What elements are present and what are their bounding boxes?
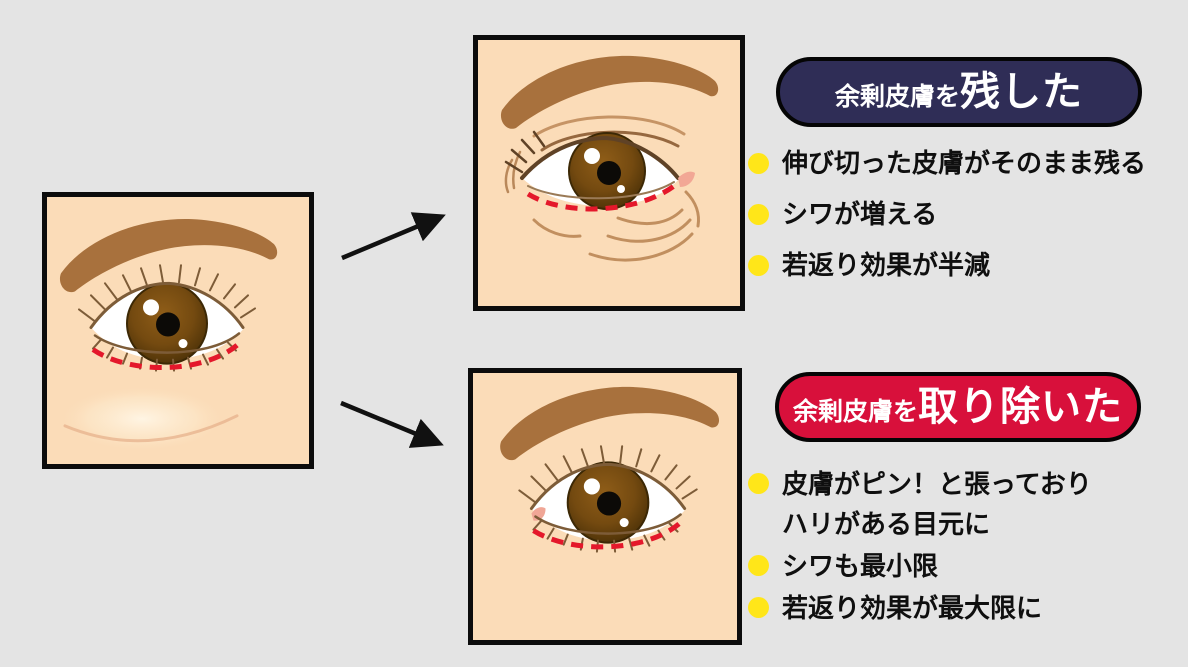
eye-image-skin-removed	[468, 368, 742, 645]
iris-highlight-small	[619, 518, 629, 528]
badge-main-text: 残した	[960, 70, 1083, 114]
eye-before-illustration	[47, 197, 309, 464]
eyebrow	[500, 386, 720, 461]
pupil	[596, 491, 622, 516]
eye-image-skin-kept	[473, 35, 745, 311]
badge-prefix-text: 余剰皮膚を	[834, 83, 960, 111]
upper-lashes	[518, 445, 698, 504]
cheek-line	[63, 414, 239, 443]
list-item: 若返り効果が半減	[748, 248, 1188, 282]
eyebrow	[500, 55, 719, 129]
bullet-dot-icon	[748, 204, 769, 225]
bullet-text: シワが増える	[782, 199, 938, 229]
under-eye-wrinkle-2	[606, 218, 692, 243]
under-eye-wrinkle-3	[588, 232, 694, 262]
eyebrow	[59, 218, 278, 293]
eyelid-fold-line-1	[532, 115, 686, 138]
badge-main-text: 取り除いた	[918, 385, 1123, 429]
iris-highlight-small	[617, 185, 625, 193]
bullet-text: 若返り効果が最大限に	[782, 593, 1043, 623]
bullet-dot-icon	[748, 255, 769, 276]
bullet-text: 若返り効果が半減	[782, 250, 991, 280]
bullet-text: シワも最小限	[782, 551, 939, 581]
bullet-text-line: 皮膚がピン！と張っており	[782, 469, 1092, 499]
upper-lid-line	[520, 135, 680, 180]
corner-lashes	[504, 130, 546, 174]
skin-kept-bullet-list: 伸び切った皮膚がそのまま残る シワが増える 若返り効果が半減	[748, 146, 1188, 299]
bullet-dot-icon	[748, 597, 769, 618]
iris-highlight	[143, 299, 159, 316]
upper-lid-line	[89, 281, 245, 329]
bullet-text: 伸び切った皮膚がそのまま残る	[782, 148, 1147, 178]
iris-highlight	[583, 478, 600, 495]
lower-lid-line	[93, 332, 241, 354]
eye-wrinkled-illustration	[478, 40, 740, 306]
iris-highlight	[584, 148, 600, 164]
incision-dashed-line	[532, 518, 685, 550]
arrow-to-kept-icon	[341, 212, 446, 261]
bullet-dot-icon	[748, 473, 769, 494]
eye-smooth-illustration	[473, 373, 737, 640]
upper-lashes	[78, 264, 256, 323]
under-eye-wrinkle-5	[684, 190, 700, 228]
list-item: シワも最小限	[748, 546, 1188, 586]
list-item: 伸び切った皮膚がそのまま残る	[748, 146, 1188, 180]
lower-lid-line	[534, 513, 682, 535]
under-eye-wrinkle-1	[616, 208, 684, 225]
bullet-dot-icon	[748, 153, 769, 174]
bullet-text-line: ハリがある目元に	[782, 509, 991, 539]
skin-removed-bullet-list: 皮膚がピン！と張っており ハリがある目元に シワも最小限 若返り効果が最大限に	[748, 464, 1188, 630]
bullet-text: 皮膚がピン！と張っており ハリがある目元に	[782, 464, 1092, 544]
list-item: シワが増える	[748, 197, 1188, 231]
arrow-to-removed-icon	[340, 400, 444, 448]
tear-duct	[678, 171, 695, 187]
incision-dashed-line	[91, 339, 243, 370]
under-eye-wrinkle-4	[532, 218, 582, 238]
iris-highlight-small	[178, 339, 188, 349]
list-item: 皮膚がピン！と張っており ハリがある目元に	[748, 464, 1188, 544]
bullet-dot-icon	[748, 555, 769, 576]
lower-lid-line	[527, 181, 675, 200]
eye-image-before	[42, 192, 314, 469]
badge-prefix-text: 余剰皮膚を	[792, 398, 918, 426]
skin-removed-badge: 余剰皮膚を取り除いた	[775, 372, 1141, 442]
pupil	[597, 161, 621, 185]
pupil	[156, 312, 180, 337]
upper-lid-line	[529, 462, 687, 511]
list-item: 若返り効果が最大限に	[748, 588, 1188, 628]
skin-kept-badge: 余剰皮膚を残した	[776, 57, 1142, 127]
